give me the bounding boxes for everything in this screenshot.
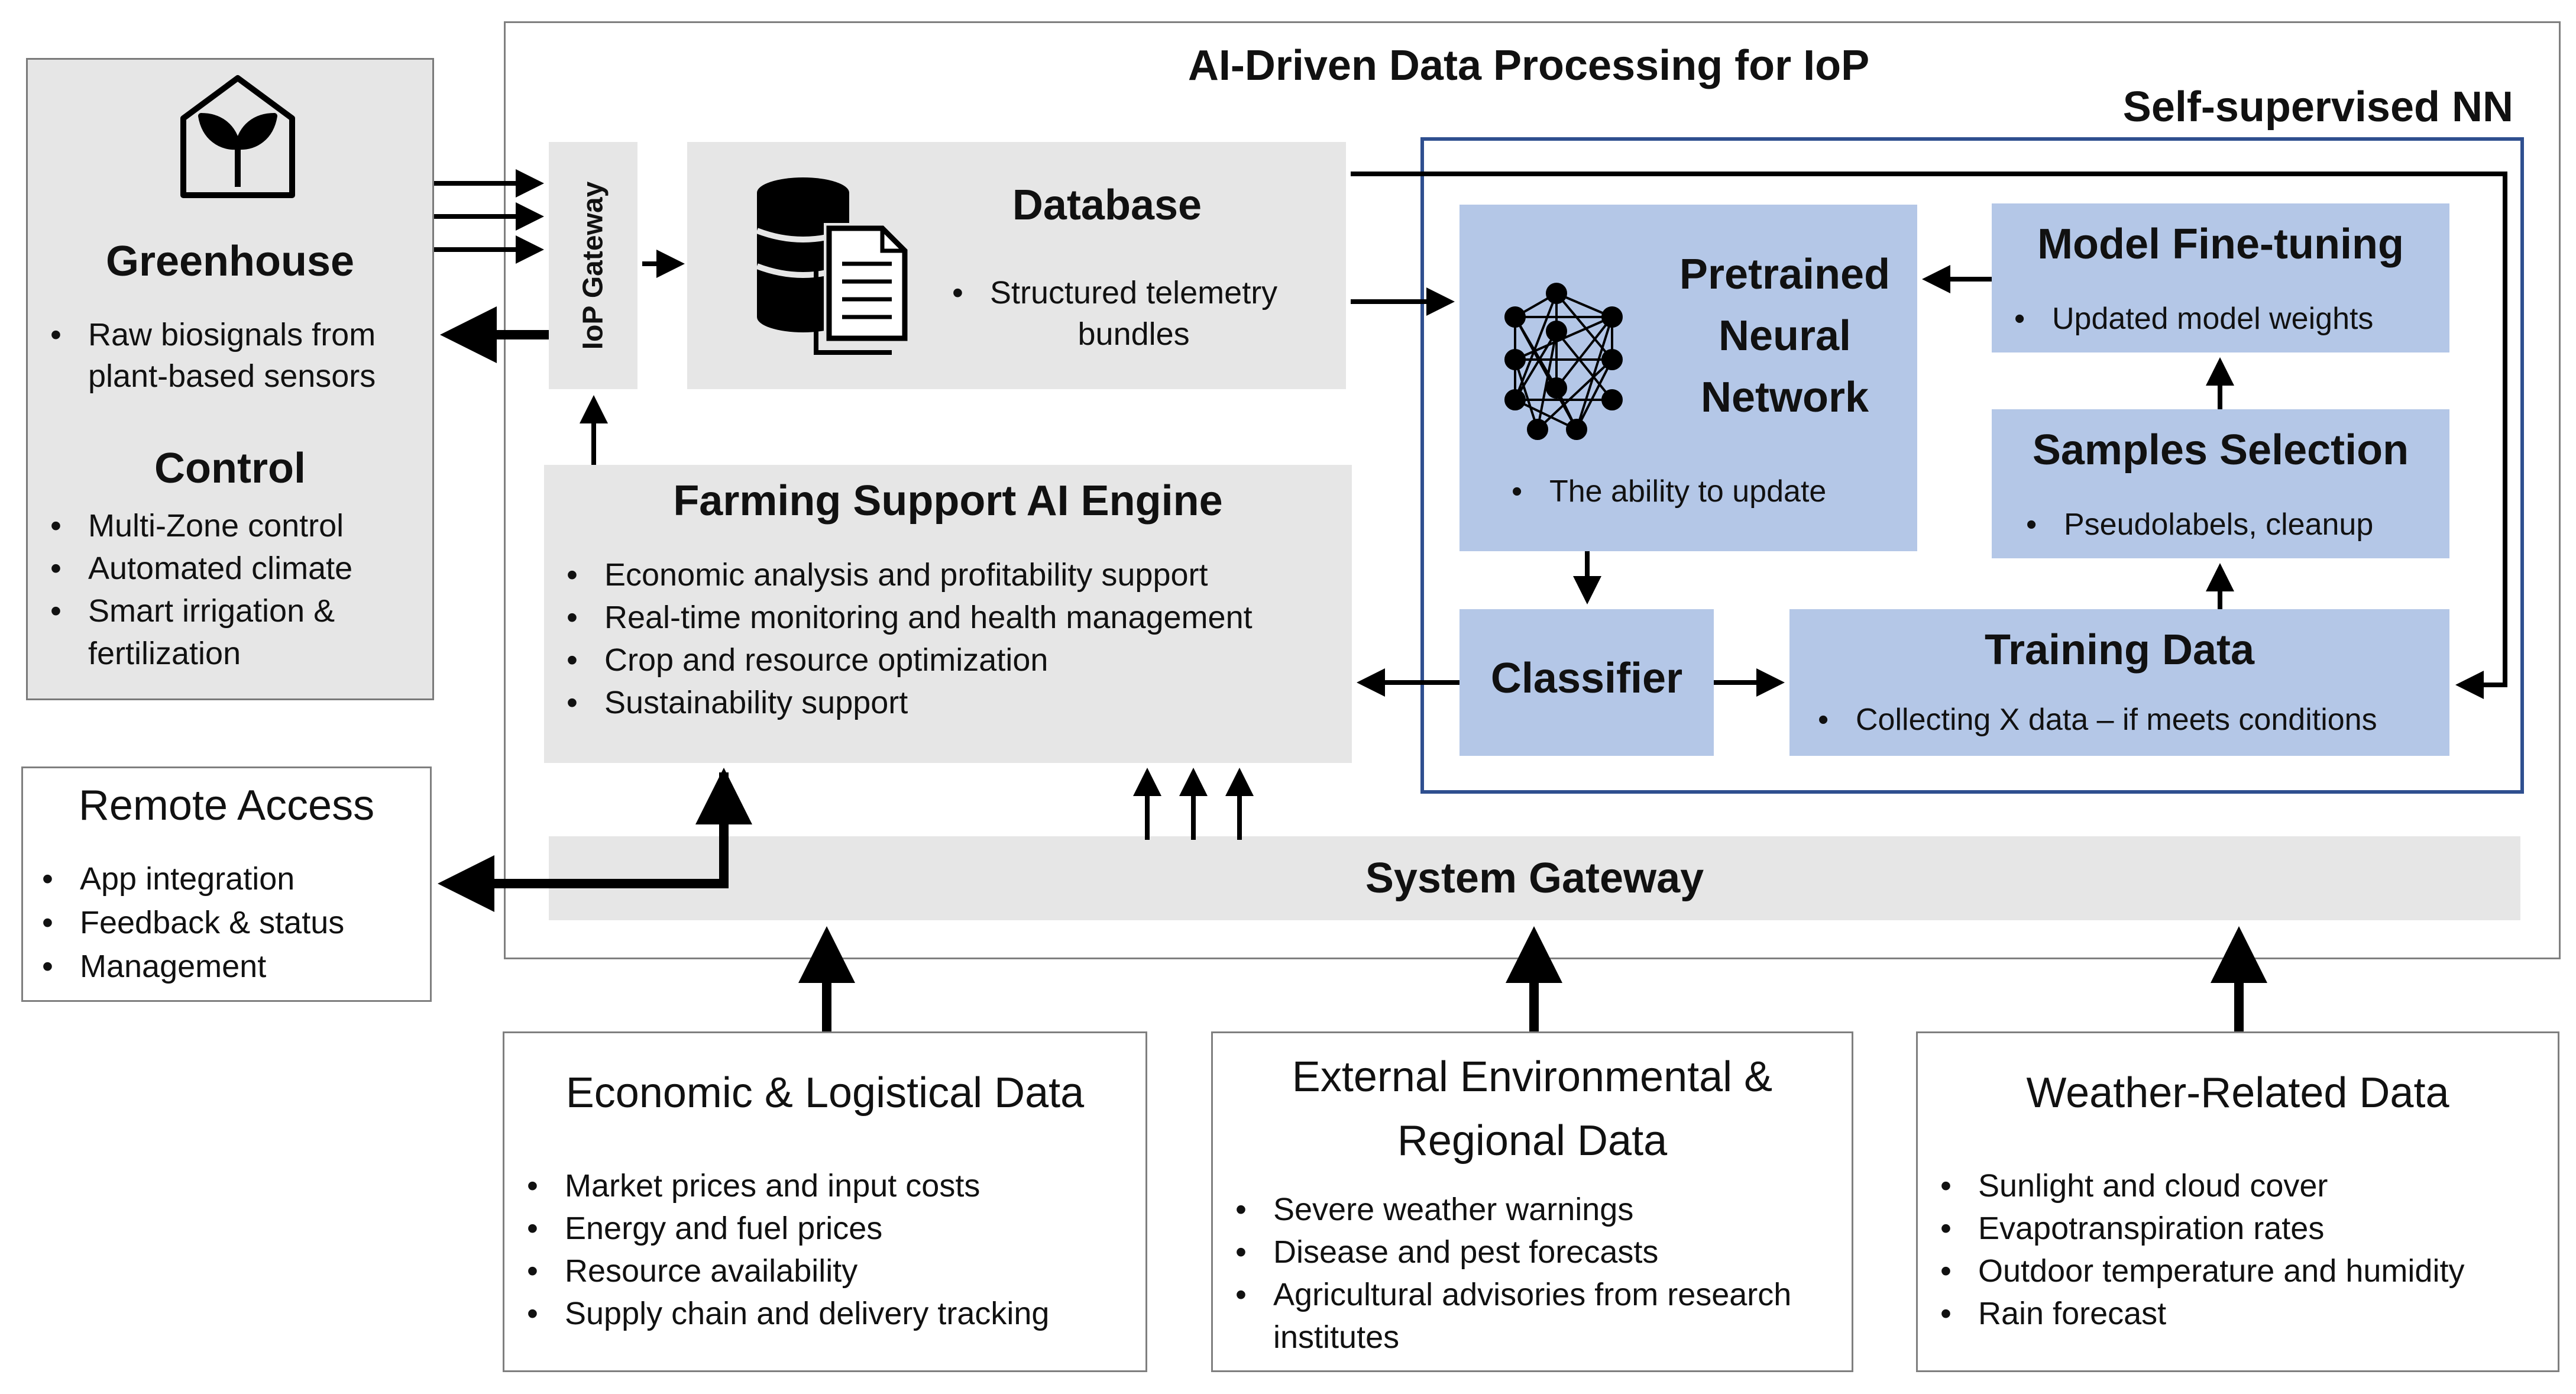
training-data-bullets: Collecting X data – if meets conditions	[1813, 699, 2377, 740]
list-item: Updated model weights	[2009, 298, 2373, 339]
gateway-to-engine-arrows	[1133, 768, 1254, 840]
list-item: Sustainability support	[562, 681, 1253, 724]
list-item: Crop and resource optimization	[562, 639, 1253, 681]
list-item: Rain forecast	[1936, 1292, 2464, 1335]
weather-bullets: Sunlight and cloud cover Evapotranspirat…	[1936, 1165, 2464, 1335]
pretrained-nn-bullets: The ability to update	[1507, 471, 1826, 512]
finetune-title: Model Fine-tuning	[2037, 221, 2404, 268]
control-title: Control	[154, 445, 306, 492]
list-item: The ability to update	[1507, 471, 1826, 512]
sources-to-gateway-arrows	[798, 926, 2267, 1031]
system-gateway-bar: System Gateway	[549, 836, 2520, 920]
list-item: Disease and pest forecasts	[1231, 1231, 1791, 1273]
iop-gateway-box: IoP Gateway	[549, 142, 637, 389]
main-title: AI-Driven Data Processing for IoP	[1187, 42, 1870, 89]
weather-title: Weather-Related Data	[2026, 1069, 2449, 1117]
training-data-box: Training Data Collecting X data – if mee…	[1789, 609, 2449, 756]
list-item: Supply chain and delivery tracking	[522, 1292, 1049, 1335]
self-supervised-title: Self-supervised NN	[2122, 83, 2513, 131]
economic-bullets: Market prices and input costs Energy and…	[522, 1165, 1049, 1335]
list-item: Evapotranspiration rates	[1936, 1207, 2464, 1250]
list-item: Smart irrigation &fertilization	[46, 590, 352, 675]
list-item: App integration	[37, 857, 344, 901]
list-item: Market prices and input costs	[522, 1165, 1049, 1207]
list-item: Automated climate	[46, 547, 352, 590]
list-item: Pseudolabels, cleanup	[2021, 504, 2373, 545]
weather-data-box: Weather-Related Data Sunlight and cloud …	[1916, 1031, 2559, 1372]
database-document-icon	[756, 177, 910, 355]
farming-engine-bullets: Economic analysis and profitability supp…	[562, 554, 1253, 724]
finetune-box: Model Fine-tuning Updated model weights	[1992, 203, 2449, 352]
list-item: Outdoor temperature and humidity	[1936, 1250, 2464, 1292]
greenhouse-to-gateway-arrows	[434, 169, 544, 264]
pretrained-nn-box: Pretrained Neural Network The ability to…	[1459, 205, 1917, 551]
list-item: Management	[37, 945, 344, 988]
farming-engine-title: Farming Support AI Engine	[673, 477, 1223, 525]
control-bullets: Multi-Zone control Automated climate Sma…	[46, 504, 352, 675]
training-data-title: Training Data	[1984, 626, 2255, 674]
economic-data-box: Economic & Logistical Data Market prices…	[503, 1031, 1147, 1372]
samples-bullets: Pseudolabels, cleanup	[2021, 504, 2373, 545]
list-item: Sunlight and cloud cover	[1936, 1165, 2464, 1207]
list-item: Economic analysis and profitability supp…	[562, 554, 1253, 596]
greenhouse-box: Greenhouse Raw biosignals fromplant-base…	[26, 58, 434, 700]
finetune-bullets: Updated model weights	[2009, 298, 2373, 339]
list-item: Resource availability	[522, 1250, 1049, 1292]
classifier-box: Classifier	[1459, 609, 1714, 756]
samples-title: Samples Selection	[2032, 426, 2409, 474]
list-item: Real-time monitoring and health manageme…	[562, 596, 1253, 639]
database-to-training-arrow	[1351, 172, 2507, 699]
list-item: Agricultural advisories from researchins…	[1231, 1273, 1791, 1359]
farming-engine-box: Farming Support AI Engine Economic analy…	[544, 465, 1352, 763]
environmental-title: External Environmental &Regional Data	[1292, 1053, 1773, 1165]
economic-title: Economic & Logistical Data	[565, 1069, 1085, 1117]
system-gateway-label: System Gateway	[1365, 855, 1704, 902]
list-item: Severe weather warnings	[1231, 1188, 1791, 1231]
remote-access-title: Remote Access	[78, 782, 375, 829]
list-item: Feedback & status	[37, 901, 344, 945]
self-supervised-frame	[1420, 137, 2524, 794]
engine-to-remote-arrow	[438, 772, 729, 912]
environmental-bullets: Severe weather warnings Disease and pest…	[1231, 1188, 1791, 1359]
database-title: Database	[1012, 182, 1202, 229]
remote-access-bullets: App integration Feedback & status Manage…	[37, 857, 344, 988]
greenhouse-title: Greenhouse	[105, 238, 355, 285]
greenhouse-plant-icon	[180, 75, 295, 198]
list-item: Multi-Zone control	[46, 504, 352, 547]
samples-box: Samples Selection Pseudolabels, cleanup	[1992, 409, 2449, 558]
remote-access-box: Remote Access App integration Feedback &…	[21, 766, 432, 1002]
classifier-label: Classifier	[1490, 655, 1683, 702]
neural-network-icon	[1504, 283, 1623, 440]
list-item: Energy and fuel prices	[522, 1207, 1049, 1250]
environmental-data-box: External Environmental &Regional Data Se…	[1211, 1031, 1853, 1372]
list-item: Collecting X data – if meets conditions	[1813, 699, 2377, 740]
pretrained-nn-title: Pretrained Neural Network	[1679, 251, 1891, 421]
